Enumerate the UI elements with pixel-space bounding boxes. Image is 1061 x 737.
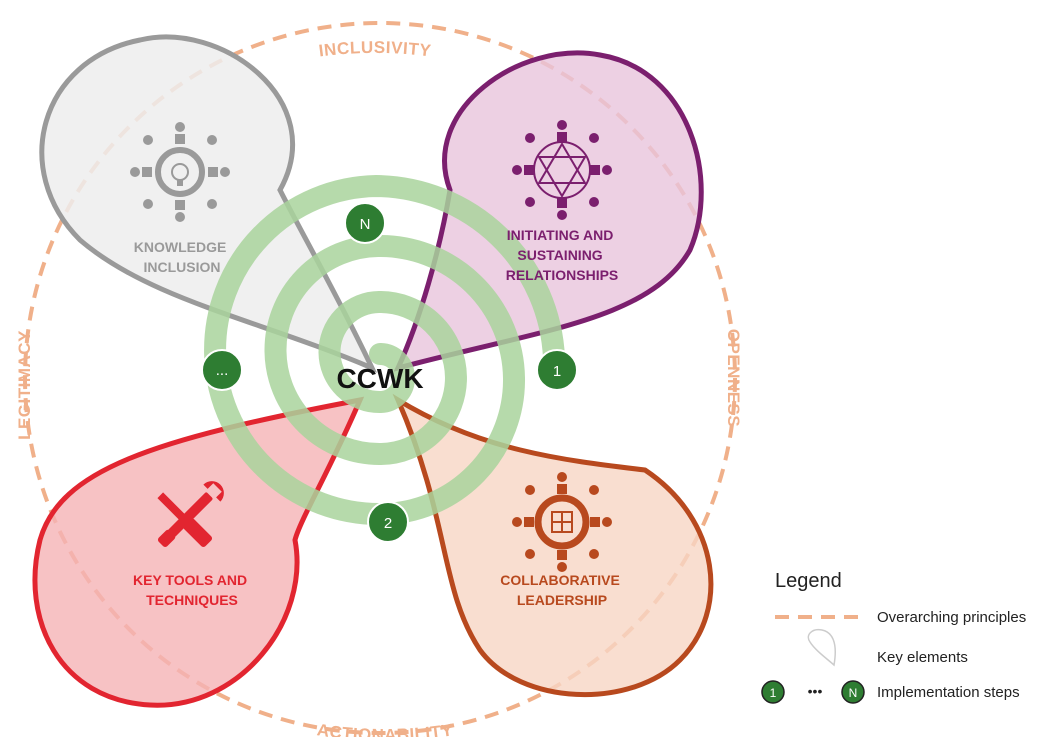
- legend-elements-swatch: [807, 628, 836, 667]
- legend-step-ellipsis: •••: [808, 683, 823, 699]
- step-marker-n: N: [344, 202, 386, 244]
- principle-bottom-label: ACTIONABILITY: [316, 720, 455, 737]
- step-marker-1: 1: [536, 349, 578, 391]
- wrench-screwdriver-icon: [157, 481, 224, 548]
- legend-step-first-marker: [761, 680, 785, 704]
- element-label-relationships: INITIATING AND SUSTAINING RELATIONSHIPS: [506, 227, 619, 283]
- step-label-1: 1: [553, 363, 561, 380]
- step-marker-ellipsis: ...: [201, 349, 243, 391]
- legend: Legend Overarching principles Key elemen…: [761, 570, 1026, 704]
- legend-step-last-marker: [841, 680, 865, 704]
- legend-step-last-label: N: [849, 686, 858, 700]
- puzzle-people-icon: [512, 472, 612, 572]
- element-shape-tools: [32, 396, 365, 708]
- step-label-ellipsis: ...: [216, 362, 229, 379]
- center-label: CCWK: [336, 363, 423, 394]
- legend-principles-label: Overarching principles: [877, 609, 1026, 626]
- step-marker-2: 2: [367, 501, 409, 543]
- implementation-spiral: [203, 174, 565, 526]
- legend-steps-label: Implementation steps: [877, 684, 1020, 701]
- element-label-leadership: COLLABORATIVE LEADERSHIP: [500, 572, 623, 608]
- network-people-icon: [512, 120, 612, 220]
- legend-elements-label: Key elements: [877, 649, 968, 666]
- legend-step-first-label: 1: [770, 686, 777, 700]
- step-label-n: N: [360, 216, 371, 233]
- principle-right-label: OPENNESS: [724, 329, 743, 427]
- principle-top-label: INCLUSIVITY: [318, 38, 433, 61]
- element-label-knowledge-inclusion: KNOWLEDGE INCLUSION: [134, 239, 230, 275]
- step-label-2: 2: [384, 515, 392, 532]
- principles-circle: [23, 21, 737, 735]
- element-label-tools: KEY TOOLS AND TECHNIQUES: [133, 572, 251, 608]
- legend-title: Legend: [775, 570, 842, 592]
- lightbulb-people-icon: [130, 122, 230, 222]
- principle-left-label: LEGITIMACY: [15, 330, 34, 440]
